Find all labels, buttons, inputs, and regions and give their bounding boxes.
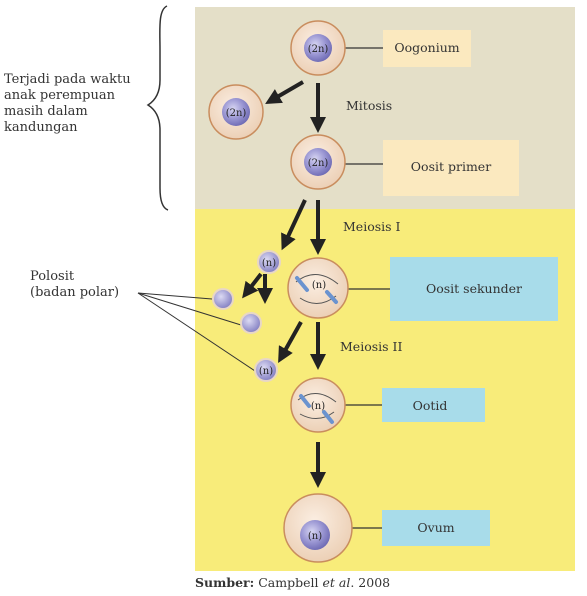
curly-brace — [146, 5, 169, 211]
oogonium-ploidy: (2n) — [308, 44, 329, 55]
oosit-primer-label-box — [383, 140, 519, 196]
source-prefix: Sumber: — [195, 575, 255, 590]
mitosis-label: Mitosis — [346, 98, 392, 113]
ootid-label: Ootid — [413, 398, 448, 413]
polar-body-bottom-ploidy: (n) — [259, 366, 273, 377]
oosit-sekunder-chromosome-2 — [325, 290, 338, 304]
polar-body-bottom — [254, 358, 278, 382]
side-note-line-3: masih dalam — [4, 104, 88, 119]
polosit-label: Polosit (badan polar) — [30, 269, 119, 301]
oosit-sekunder-label: Oosit sekunder — [426, 281, 522, 296]
polosit-pointer-3 — [137, 292, 256, 372]
ootid-label-box — [382, 388, 485, 422]
mitosis-side-cell — [208, 84, 264, 140]
ovum-cell — [283, 493, 353, 563]
polar-body-left — [212, 288, 234, 310]
oogonium-label: Oogonium — [394, 40, 459, 55]
arrow-polar-split-left — [242, 272, 263, 299]
oosit-sekunder-chromosome-1 — [295, 276, 309, 292]
ovum-nucleus — [300, 520, 330, 550]
meiosis2-label: Meiosis II — [340, 339, 402, 354]
oosit-sekunder-label-box — [390, 257, 558, 321]
side-note-line-4: kandungan — [4, 120, 78, 135]
polosit-pointer-2 — [137, 292, 242, 326]
polosit-label-line-2: (badan polar) — [30, 285, 120, 300]
ovum-label: Ovum — [417, 520, 454, 535]
oosit-primer-nucleus — [304, 148, 332, 176]
polosit-label-line-1: Polosit — [30, 269, 75, 284]
arrow-meiosis1-to-polar — [281, 199, 307, 251]
oogonium-cell — [290, 20, 346, 76]
meiosis1-label: Meiosis I — [343, 219, 401, 234]
source-caption: Sumber: Campbell et al. 2008 — [195, 575, 390, 590]
source-etal: et al — [322, 575, 351, 590]
side-note-line-2: anak perempuan — [4, 88, 115, 103]
side-note-line-1: Terjadi pada waktu — [4, 72, 131, 87]
oosit-primer-label: Oosit primer — [411, 159, 491, 174]
source-author: Campbell — [258, 575, 323, 590]
oosit-sekunder-cell — [287, 257, 349, 319]
oogonium-label-box — [383, 30, 471, 67]
side-note: Terjadi pada waktu anak perempuan masih … — [4, 72, 131, 136]
arrow-oogonium-to-side-cell — [265, 80, 305, 105]
polar-body-top-ploidy: (n) — [262, 258, 276, 269]
ovum-label-box — [382, 510, 490, 546]
ootid-ploidy: (n) — [311, 401, 325, 412]
source-year: . 2008 — [350, 575, 391, 590]
ootid-chromosome-2 — [322, 410, 334, 424]
oosit-primer-cell — [290, 134, 346, 190]
arrow-meiosis2-to-polar — [278, 321, 303, 363]
oogonium-nucleus — [304, 34, 332, 62]
polosit-pointer-1 — [137, 292, 213, 300]
oosit-sekunder-ploidy: (n) — [312, 280, 326, 291]
polar-body-top — [257, 250, 281, 274]
ootid-cell — [290, 377, 346, 433]
oosit-primer-ploidy: (2n) — [308, 158, 329, 169]
ovum-ploidy: (n) — [308, 531, 322, 542]
mitosis-side-cell-ploidy: (2n) — [226, 108, 247, 119]
mitosis-side-cell-nucleus — [222, 98, 250, 126]
polar-body-right — [240, 312, 262, 334]
ootid-chromosome-1 — [299, 394, 311, 408]
